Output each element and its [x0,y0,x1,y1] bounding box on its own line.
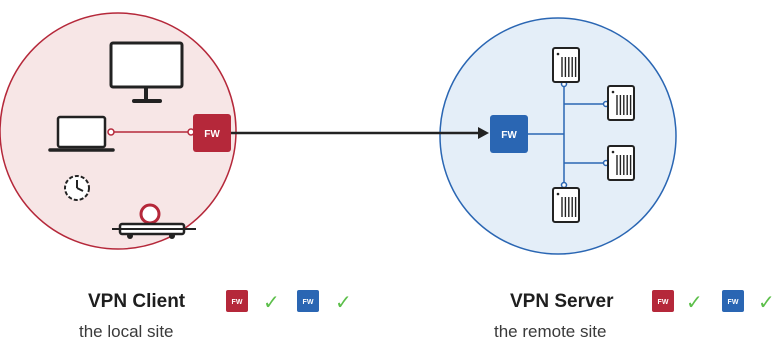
clock-icon [64,175,90,201]
svg-text:FW: FW [501,130,517,141]
svg-text:FW: FW [303,299,314,306]
vpn-client-subtitle: the local site [79,322,174,341]
arrow-icon [231,127,489,139]
laptop-icon [48,115,115,152]
server-fw-box: FW [490,115,528,153]
check-icon: ✓ [335,290,352,314]
server-legend: FW ✓ FW ✓ [652,290,775,314]
vpn-client-title: VPN Client [88,291,186,312]
blue-fw-badge [722,290,744,312]
server-icon [552,47,580,83]
check-icon: ✓ [758,290,775,314]
webcam-icon [112,203,196,239]
server-icon [607,85,635,121]
remote-site-circle [439,17,677,255]
server-icon [607,145,635,181]
monitor-icon [109,41,184,103]
check-icon: ✓ [686,290,703,314]
svg-text:FW: FW [232,299,243,306]
laptop-fw-link [107,128,195,136]
svg-text:FW: FW [728,299,739,306]
red-fw-badge [226,290,248,312]
check-icon: ✓ [263,290,280,314]
svg-text:FW: FW [204,129,220,140]
client-fw-box: FW [193,114,231,152]
blue-fw-badge [297,290,319,312]
vpn-server-title: VPN Server [510,291,614,312]
server-icon [552,187,580,223]
svg-text:FW: FW [658,299,669,306]
red-fw-badge [652,290,674,312]
server-network-links [528,84,606,185]
vpn-server-subtitle: the remote site [494,322,607,341]
client-legend: FW ✓ FW ✓ [226,290,352,314]
